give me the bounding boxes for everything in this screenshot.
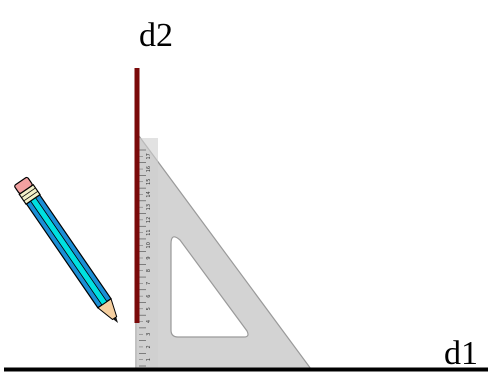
ruler-strip	[136, 138, 158, 369]
pencil-icon	[14, 176, 118, 323]
set-square-body	[135, 130, 313, 370]
ruler-number: 9	[146, 256, 152, 259]
pencil-eraser	[14, 176, 33, 194]
ruler-number: 3	[146, 333, 152, 336]
ruler-number: 12	[146, 217, 152, 223]
ruler-number: 15	[146, 179, 152, 185]
pencil-stripe	[30, 197, 108, 306]
ruler-number: 16	[146, 166, 152, 172]
ruler-number: 13	[146, 204, 152, 210]
ruler-number: 5	[146, 307, 152, 310]
label-d1: d1	[444, 335, 478, 372]
label-d2: d2	[139, 17, 173, 54]
ruler-number: 8	[146, 269, 152, 272]
ruler-number: 4	[146, 320, 152, 323]
ruler-number: 7	[146, 282, 152, 285]
ruler-number: 11	[146, 229, 152, 235]
ruler-number: 1	[146, 358, 152, 361]
ruler-number: 10	[146, 242, 152, 248]
ruler-number: 17	[146, 153, 152, 159]
ruler-number: 6	[146, 295, 152, 298]
ruler-number: 14	[146, 191, 152, 197]
ruler-number: 2	[146, 345, 152, 348]
